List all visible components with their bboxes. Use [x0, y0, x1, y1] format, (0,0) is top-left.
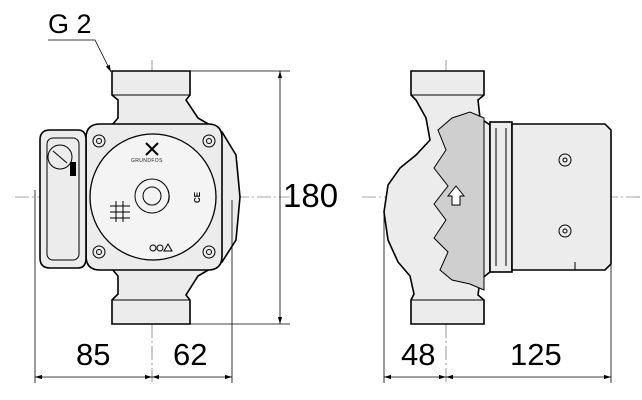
corner-screws — [92, 134, 216, 259]
side-view — [362, 60, 642, 385]
front-view: GRUNDFOS CE — [15, 60, 290, 385]
cable-gland — [47, 144, 73, 170]
terminal-box-cover — [46, 137, 80, 261]
side-screw-icon — [558, 153, 572, 167]
speed-setting-icon — [110, 201, 130, 222]
thread-leader-line — [48, 39, 112, 73]
screw-icon — [92, 245, 106, 259]
ce-mark: CE — [193, 191, 202, 203]
side-right-width-value: 125 — [510, 337, 562, 372]
screw-icon — [202, 245, 216, 259]
triangle-symbol-icon — [163, 242, 173, 252]
screw-icon — [92, 134, 106, 148]
screw-icon — [96, 249, 102, 255]
logo-x-icon — [145, 142, 159, 156]
motor-face-plate — [89, 133, 217, 261]
screw-icon — [202, 134, 216, 148]
side-screw-icon — [562, 157, 568, 163]
thread-label: G 2 — [48, 9, 92, 39]
side-screw-icon — [562, 228, 568, 234]
flow-arrow-icon — [446, 185, 466, 206]
front-left-width-value: 85 — [76, 337, 110, 372]
screw-icon — [206, 249, 212, 255]
side-left-width-value: 48 — [401, 337, 435, 372]
circle-symbol-icon — [156, 244, 164, 252]
vent-screw-inner — [142, 186, 162, 206]
rotation-arrow-icon — [167, 189, 170, 204]
motor-flange — [489, 121, 513, 273]
terminal-clip — [70, 162, 76, 176]
height-value: 180 — [283, 177, 338, 214]
screw-icon — [206, 138, 212, 144]
motor-body — [511, 123, 612, 271]
circle-symbol-icon — [149, 244, 157, 252]
side-screw-icon — [558, 224, 572, 238]
screw-icon — [96, 138, 102, 144]
front-right-width-value: 62 — [173, 337, 207, 372]
gland-slot — [52, 150, 68, 164]
warning-symbols — [149, 242, 173, 252]
brand-name: GRUNDFOS — [131, 158, 163, 164]
grundfos-logo: GRUNDFOS — [131, 142, 163, 164]
